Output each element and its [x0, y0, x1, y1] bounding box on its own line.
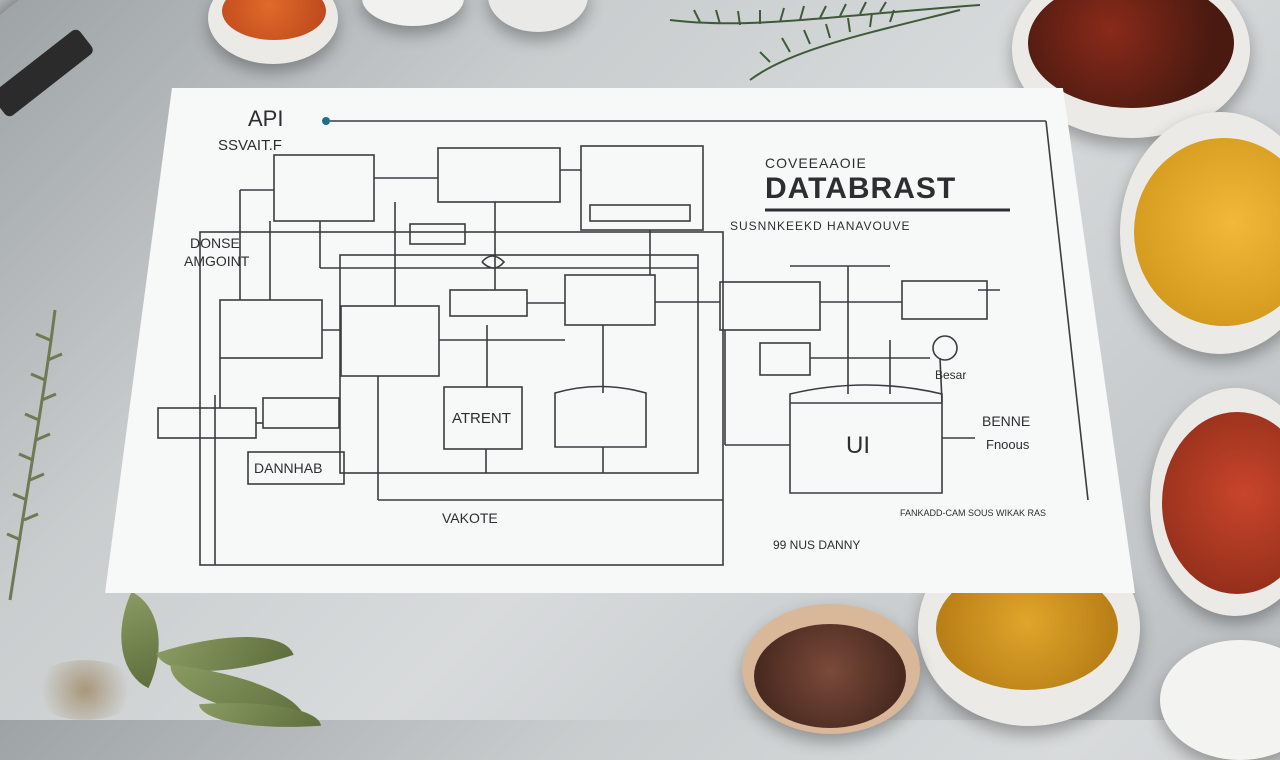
footer-small-label: FANKADD-CAM SOUS WIKAK RAS [900, 508, 1046, 518]
spice-chili-powder [1162, 412, 1280, 594]
diagram-title: DATABRAST [765, 172, 956, 205]
dannhab-label: DANNHAB [254, 460, 322, 476]
right-label-2: Fnoous [986, 437, 1030, 452]
herb-thyme-left [6, 309, 63, 601]
spice-scatter [30, 660, 140, 720]
bottom-label: VAKOTE [442, 510, 498, 526]
corner-subtitle: SSVAIT.F [218, 137, 282, 154]
spice-turmeric [1134, 138, 1280, 326]
bottom-right-label: 99 NUS DANNY [773, 538, 860, 552]
spice-peppercorn [754, 624, 906, 728]
diagram-subtitle-under: SUSNNKEEKD HANAVOUVE [730, 219, 910, 233]
left-label-2: AMGOINT [184, 253, 250, 269]
diagram-subtitle-top: COVEEAAOIE [765, 155, 867, 171]
herb-sprig-top [669, 1, 981, 81]
right-label-1: BENNE [982, 413, 1030, 429]
ui-box-label: UI [846, 432, 870, 459]
corner-title: API [248, 106, 283, 131]
left-label-1: DONSE [190, 235, 240, 251]
diagram-paper [105, 88, 1135, 593]
center-box-label: ATRENT [452, 410, 511, 427]
besar-label: Besar [935, 368, 966, 382]
architecture-diagram: API SSVAIT.F COVEEAAOIE DATABRAST SUSNNK… [157, 106, 1089, 566]
